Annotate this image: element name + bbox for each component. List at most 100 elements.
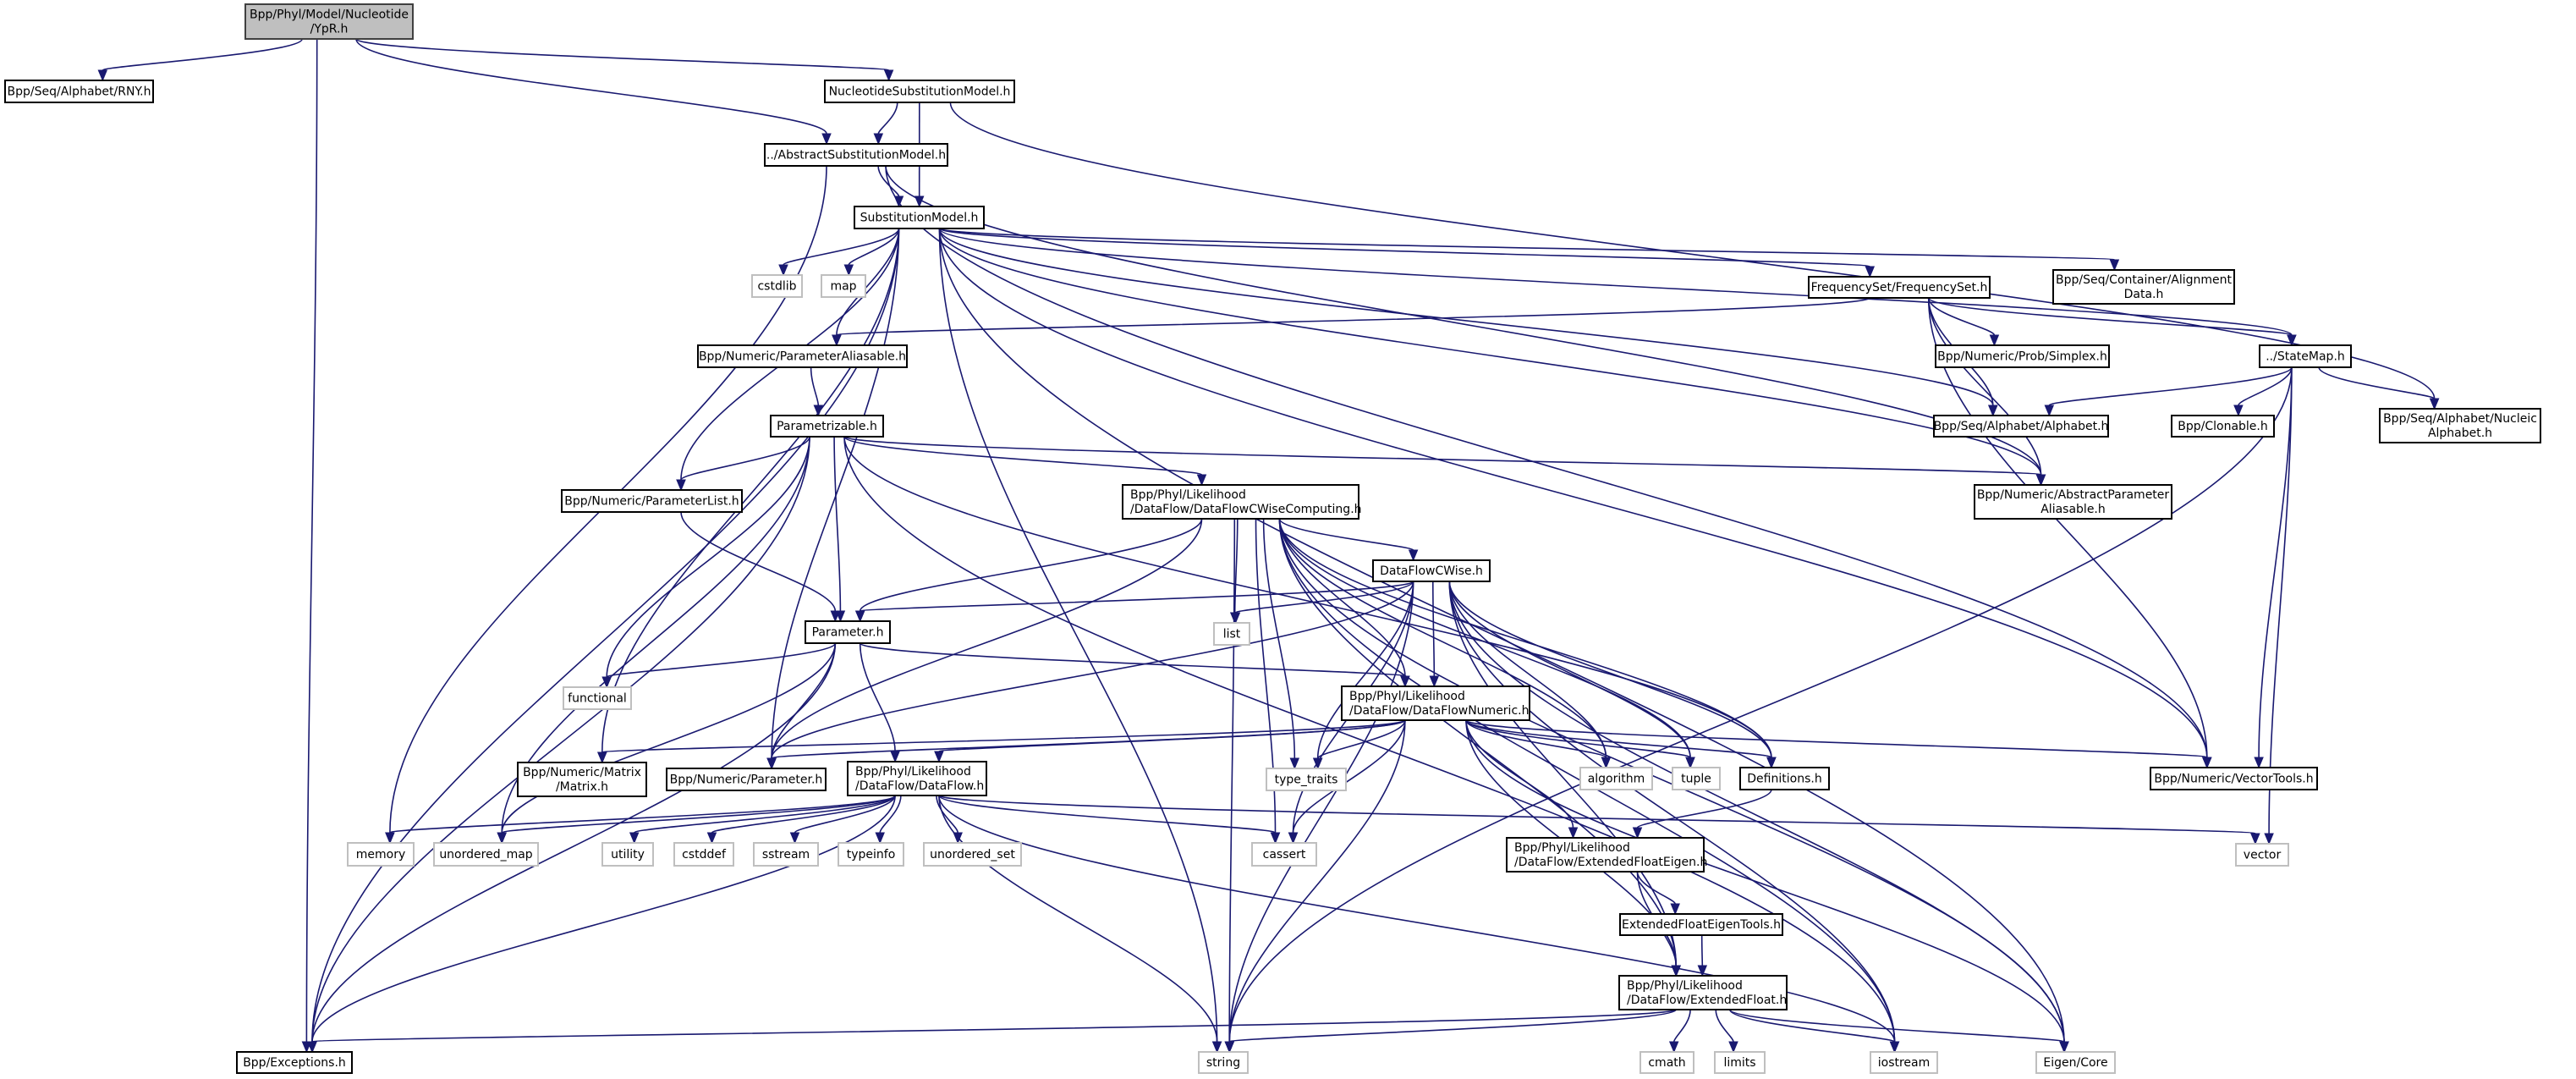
- edge-dfnumeric-to-tuple: [1465, 719, 1695, 769]
- node-sm[interactable]: SubstitutionModel.h: [854, 206, 985, 229]
- edge-line: [305, 38, 318, 1043]
- edge-line: [1927, 297, 2042, 476]
- node-vectortools[interactable]: Bpp/Numeric/VectorTools.h: [2150, 767, 2318, 790]
- node-box: [2052, 269, 2235, 305]
- node-exceptions[interactable]: Bpp/Exceptions.h: [236, 1051, 353, 1074]
- node-rny[interactable]: Bpp/Seq/Alphabet/RNY.h: [4, 80, 154, 103]
- node-dfcwise[interactable]: DataFlowCWise.h: [1372, 559, 1491, 582]
- edge-line: [936, 795, 958, 834]
- node-label: functional: [568, 692, 627, 706]
- edge-line: [1448, 581, 1896, 1043]
- edge-extfloat-to-exceptions: [307, 1009, 1677, 1054]
- node-label: unordered_set: [930, 848, 1015, 862]
- node-alphabet[interactable]: Bpp/Seq/Alphabet/Alphabet.h: [1933, 415, 2109, 438]
- edge-line: [1228, 518, 1236, 1043]
- node-extfloat[interactable]: Bpp/Phyl/Likelihood/DataFlow/ExtendedFlo…: [1618, 975, 1788, 1010]
- node-label: typeinfo: [847, 848, 896, 862]
- node-limits: limits: [1714, 1051, 1766, 1074]
- node-label: algorithm: [1588, 773, 1645, 786]
- edge-dataflow-to-cstddef: [706, 795, 896, 845]
- node-definitions[interactable]: Definitions.h: [1739, 767, 1830, 790]
- edge-line: [311, 1009, 1677, 1043]
- edge-line: [938, 228, 1218, 1043]
- edge-dfnumeric-to-vectortools: [1465, 719, 2212, 769]
- node-clonable[interactable]: Bpp/Clonable.h: [2171, 415, 2275, 438]
- node-label: /DataFlow/DataFlow.h: [855, 779, 984, 793]
- arrowhead-icon: [813, 405, 824, 417]
- node-efeigentools[interactable]: ExtendedFloatEigenTools.h: [1619, 913, 1783, 936]
- node-box: [2150, 767, 2318, 790]
- node-dfnumeric[interactable]: Bpp/Phyl/Likelihood/DataFlow/DataFlowNum…: [1341, 685, 1530, 721]
- arrowhead-icon: [1312, 757, 1323, 770]
- edge-line: [938, 719, 1406, 752]
- node-box: [2235, 843, 2289, 867]
- node-asm[interactable]: ../AbstractSubstitutionModel.h: [764, 143, 948, 167]
- edge-dataflow-to-typeinfo: [875, 795, 902, 845]
- edge-parameter-to-functional: [601, 642, 837, 689]
- node-label: Alphabet.h: [2428, 427, 2492, 440]
- node-box: [753, 842, 819, 867]
- node-box: [838, 842, 904, 867]
- edge-line: [2258, 366, 2293, 758]
- arrowhead-icon: [1289, 757, 1300, 770]
- node-freqset[interactable]: FrequencySet/FrequencySet.h: [1808, 276, 1991, 299]
- edge-dfcwise-to-list: [1230, 581, 1414, 625]
- edge-line: [1255, 518, 1277, 834]
- node-parametrizable[interactable]: Parametrizable.h: [770, 415, 884, 438]
- node-label: Bpp/Numeric/ParameterList.h: [564, 495, 739, 509]
- node-label: Bpp/Numeric/Parameter.h: [670, 773, 823, 787]
- node-simplex[interactable]: Bpp/Numeric/Prob/Simplex.h: [1935, 344, 2110, 368]
- node-ypr[interactable]: Bpp/Phyl/Model/Nucleotide/YpR.h: [244, 3, 414, 40]
- node-eigencore: Eigen/Core: [2035, 1051, 2116, 1074]
- node-parameter[interactable]: Parameter.h: [805, 620, 891, 644]
- node-matrix[interactable]: Bpp/Numeric/Matrix/Matrix.h: [517, 762, 647, 797]
- arrowhead-icon: [1224, 1041, 1235, 1054]
- arrowhead-icon: [385, 832, 395, 845]
- arrowhead-icon: [883, 69, 894, 82]
- edge-line: [680, 511, 837, 612]
- node-label: Bpp/Clonable.h: [2178, 420, 2268, 433]
- node-nsm[interactable]: NucleotideSubstitutionModel.h: [824, 80, 1015, 103]
- node-dfcwc[interactable]: Bpp/Phyl/Likelihood/DataFlow/DataFlowCWi…: [1122, 484, 1362, 520]
- node-paramlist[interactable]: Bpp/Numeric/ParameterList.h: [561, 489, 743, 513]
- edge-line: [606, 436, 810, 678]
- node-efeigen[interactable]: Bpp/Phyl/Likelihood/DataFlow/ExtendedFlo…: [1506, 837, 1707, 873]
- node-box: [2379, 408, 2541, 443]
- edge-dfnumeric-to-dataflow: [934, 719, 1406, 763]
- arrowhead-icon: [830, 610, 841, 623]
- arrowhead-icon: [1196, 474, 1207, 487]
- node-box: [2035, 1051, 2116, 1074]
- edge-ypr-to-nsm: [355, 38, 894, 82]
- arrowhead-icon: [2035, 474, 2046, 487]
- node-box: [673, 842, 734, 867]
- edge-extfloat-to-iostream: [1729, 1009, 1900, 1054]
- edge-line: [311, 436, 810, 1043]
- edge-efeigen-to-efeigentools: [1636, 871, 1680, 916]
- node-paramalias[interactable]: Bpp/Numeric/ParameterAliasable.h: [697, 344, 908, 368]
- arrowhead-icon: [597, 751, 607, 764]
- arrowhead-icon: [1728, 1041, 1738, 1054]
- edge-line: [877, 102, 898, 135]
- node-label: Bpp/Phyl/Likelihood: [1349, 690, 1465, 703]
- edge-line: [843, 436, 1896, 1043]
- node-nparameter[interactable]: Bpp/Numeric/Parameter.h: [666, 768, 827, 791]
- node-box: [1251, 842, 1317, 867]
- edge-efeigentools-to-extfloat: [1697, 934, 1708, 977]
- node-label: Bpp/Phyl/Model/Nucleotide: [250, 8, 409, 22]
- node-label: Bpp/Phyl/Likelihood: [1130, 488, 1246, 502]
- arrowhead-icon: [1408, 549, 1419, 562]
- edge-line: [1636, 871, 1676, 905]
- node-label: FrequencySet/FrequencySet.h: [1811, 281, 1988, 295]
- node-statemap[interactable]: ../StateMap.h: [2259, 344, 2352, 368]
- arrowhead-icon: [1670, 903, 1680, 916]
- node-box: [2259, 344, 2352, 368]
- edge-line: [859, 642, 896, 752]
- node-label: /DataFlow/ExtendedFloat.h: [1627, 994, 1787, 1007]
- edges-layer: [97, 38, 2440, 1054]
- node-dataflow[interactable]: Bpp/Phyl/Likelihood/DataFlow/DataFlow.h: [847, 761, 987, 796]
- node-box: [1808, 276, 1991, 299]
- edge-line: [501, 642, 837, 834]
